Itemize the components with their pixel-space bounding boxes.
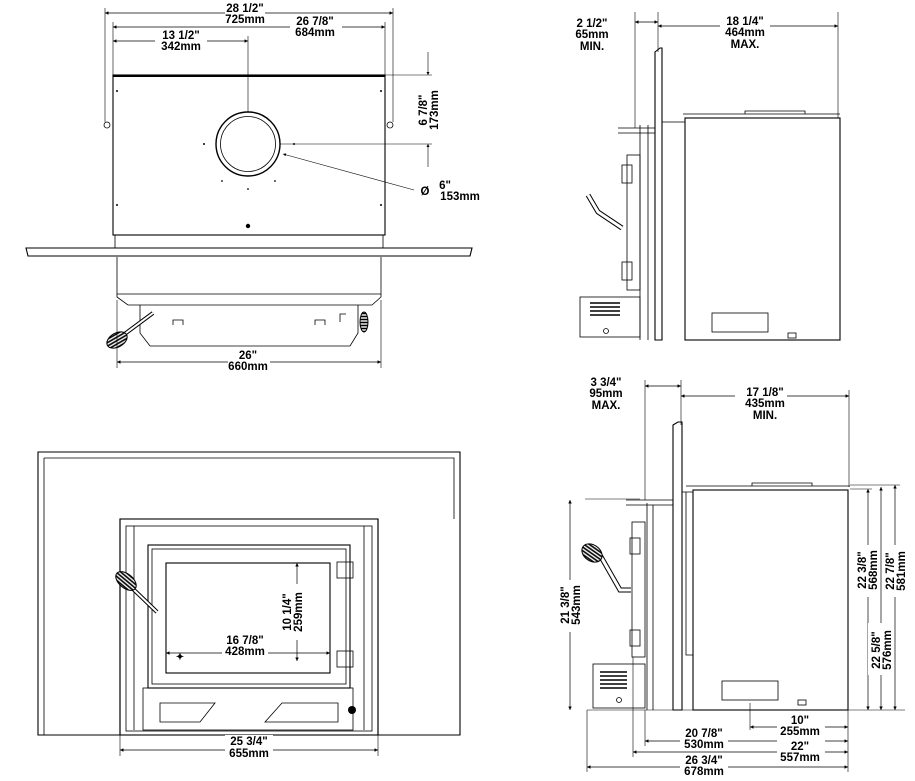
- flue-diameter-in: 6": [439, 180, 451, 192]
- depth-door-mm: 557mm: [780, 752, 820, 764]
- insert-width-in: 26": [239, 350, 257, 362]
- bottom-front-proj-mm: 95mm: [589, 388, 622, 400]
- bottom-front-proj-note: MAX.: [592, 400, 621, 412]
- glass: [165, 562, 331, 674]
- surround-front: [37, 451, 461, 736]
- side-view-top: 2 1/2" 65mm MIN. 18 1/4" 464mm MAX.: [575, 12, 841, 341]
- flue-diameter-mm: 153mm: [440, 191, 480, 203]
- height-total-in: 22 7/8": [885, 552, 897, 589]
- flue-depth-mm: 173mm: [429, 90, 441, 130]
- insert-width-mm: 660mm: [228, 361, 268, 373]
- surround-plate: [25, 247, 473, 257]
- diameter-symbol: Ø: [421, 186, 430, 198]
- height-total-mm: 581mm: [896, 551, 908, 591]
- flue-depth-in: 6 7/8": [418, 94, 430, 125]
- depth-total-in: 26 3/4": [685, 755, 722, 767]
- height-body-in: 22 3/8": [857, 551, 869, 588]
- height-mid-mm: 576mm: [882, 630, 894, 670]
- depth-frame-mm: 530mm: [684, 739, 724, 751]
- depth-frame-in: 20 7/8": [685, 728, 722, 740]
- height-front-mm: 543mm: [571, 585, 583, 625]
- logo-icon: ✦: [176, 652, 184, 663]
- top-rear-depth-mm: 464mm: [725, 27, 765, 39]
- top-view: 28 1/2" 725mm 26 7/8" 684mm 13 1/2" 342m…: [25, 3, 480, 373]
- front-width-mm: 655mm: [229, 748, 269, 760]
- top-front-proj-in: 2 1/2": [576, 18, 607, 30]
- height-front-in: 21 3/8": [560, 586, 572, 623]
- bottom-rear-depth-note: MIN.: [753, 410, 777, 422]
- top-front-proj-mm: 65mm: [575, 29, 608, 41]
- front-view: ✦ 10 1/4" 259mm 16 7/8" 428mm 25 3/4" 65…: [37, 451, 461, 760]
- glass-height-in: 10 1/4": [282, 593, 294, 630]
- overall-width-in: 28 1/2": [226, 3, 263, 15]
- bottom-rear-depth-mm: 435mm: [745, 398, 785, 410]
- top-rear-depth-in: 18 1/4": [726, 16, 763, 28]
- side-view-bottom: 3 3/4" 95mm MAX. 17 1/8" 435mm MIN. 21 3…: [560, 377, 908, 778]
- body-width-mm: 684mm: [295, 27, 335, 39]
- glass-width-in: 16 7/8": [226, 635, 263, 647]
- depth-door-in: 22": [791, 741, 809, 753]
- door: [147, 544, 351, 689]
- flue-offset-mm: 342mm: [161, 41, 201, 53]
- vent-offset-in: 10": [791, 715, 809, 727]
- glass-height-mm: 259mm: [293, 592, 305, 632]
- flue-offset-in: 13 1/2": [162, 30, 199, 42]
- bottom-rear-depth-in: 17 1/8": [746, 387, 783, 399]
- glass-width-mm: 428mm: [225, 646, 265, 658]
- top-rear-depth-note: MAX.: [731, 39, 760, 51]
- height-body-mm: 568mm: [868, 550, 880, 590]
- flue-collar: [215, 111, 281, 177]
- insert-front: [119, 518, 379, 736]
- body-width-in: 26 7/8": [296, 16, 333, 28]
- height-mid-in: 22 5/8": [871, 631, 883, 668]
- depth-total-mm: 678mm: [684, 766, 724, 778]
- overall-width-mm: 725mm: [225, 14, 265, 26]
- front-width-in: 25 3/4": [230, 736, 267, 748]
- vent-offset-mm: 255mm: [780, 726, 820, 738]
- top-front-proj-note: MIN.: [580, 41, 604, 53]
- bottom-front-proj-in: 3 3/4": [590, 377, 621, 389]
